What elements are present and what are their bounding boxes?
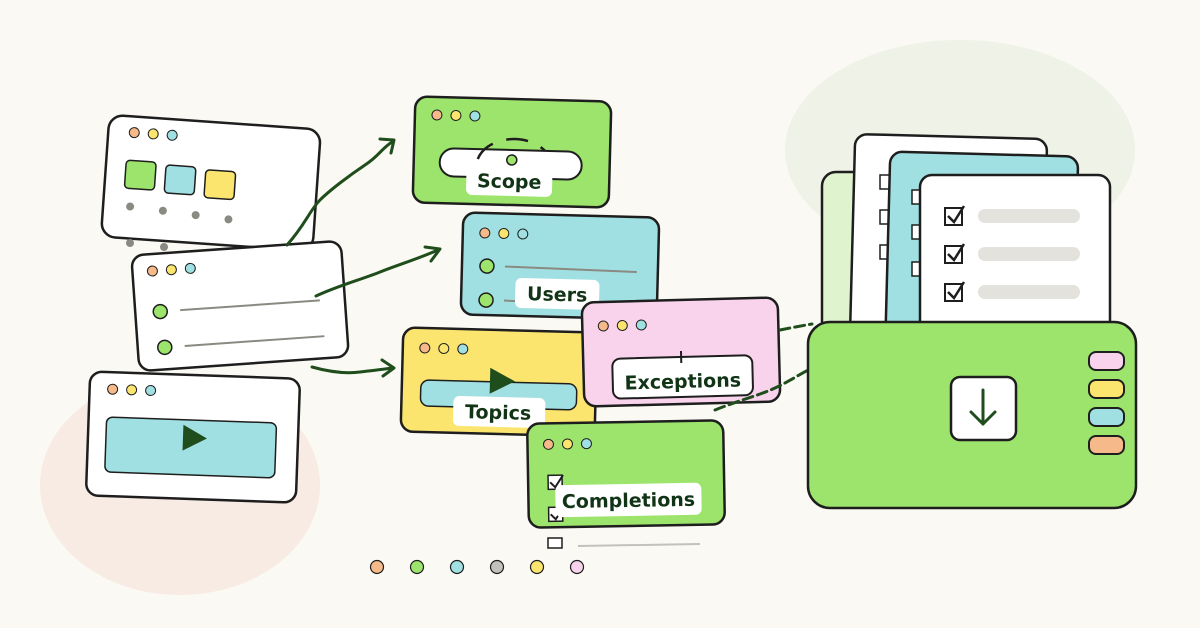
flow-arrows-right (713, 322, 814, 412)
card-exceptions: Exceptions (580, 296, 782, 408)
card-completions: Completions (526, 419, 726, 529)
card-scope-label: Scope (477, 170, 542, 194)
flow-arrows-left (285, 137, 442, 378)
source-window-video (85, 370, 301, 504)
export-folder (806, 133, 1138, 510)
play-icon (489, 367, 515, 394)
folder-tabs (1088, 351, 1125, 455)
card-exceptions-label: Exceptions (624, 369, 741, 394)
source-window-swatches (100, 114, 322, 252)
card-topics: Topics (399, 326, 599, 438)
source-window-list (130, 240, 350, 372)
download-arrow-icon[interactable] (949, 375, 1018, 442)
card-scope: Scope (411, 95, 613, 209)
card-users-label: Users (527, 283, 588, 307)
card-topics-label: Topics (465, 401, 532, 425)
palette-dots (369, 559, 585, 575)
checkbox-checked-icon (944, 205, 966, 226)
play-icon (182, 424, 207, 451)
checklist (944, 205, 1080, 302)
checkbox-checked-icon (944, 281, 966, 302)
checkbox-checked-icon (944, 243, 966, 264)
card-users: Users (459, 211, 661, 321)
card-completions-label: Completions (562, 489, 696, 513)
